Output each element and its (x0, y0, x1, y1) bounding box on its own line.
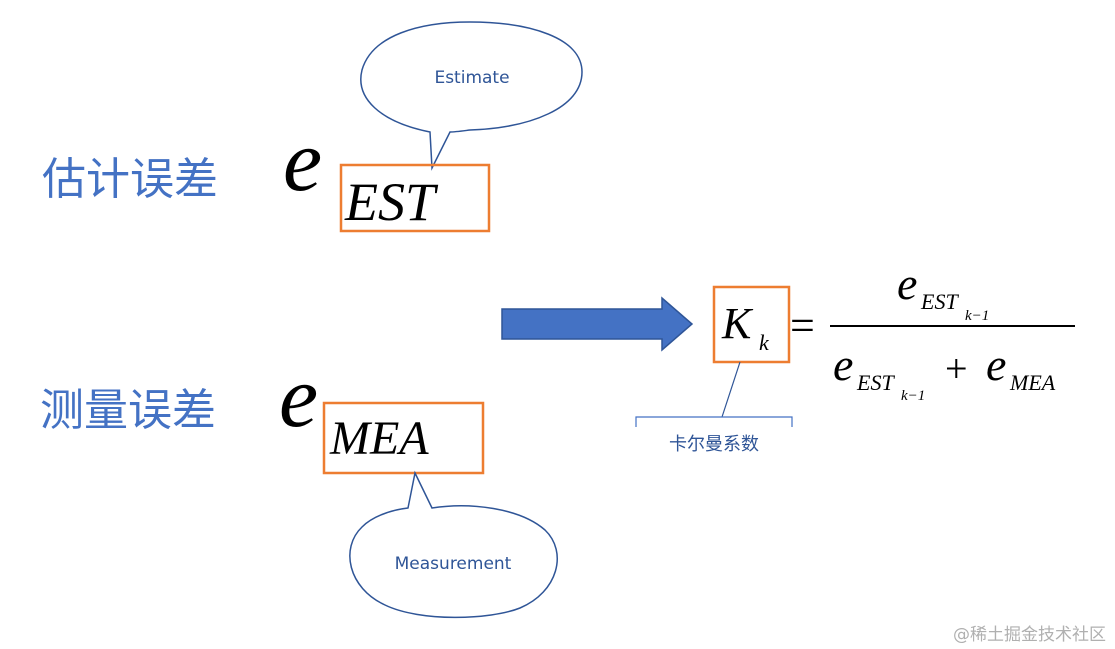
denominator-est: EST (856, 370, 895, 395)
measurement-error-label: 测量误差 (40, 385, 216, 436)
estimate-callout: Estimate (360, 21, 583, 171)
measurement-callout: Measurement (349, 470, 558, 619)
measurement-bubble-text: Measurement (395, 554, 512, 574)
kalman-gain-box (712, 285, 791, 364)
equals-sign: = (790, 301, 815, 350)
plus-sign: + (945, 346, 968, 391)
measurement-bubble-shape (349, 470, 558, 619)
estimate-bubble-shape (360, 21, 583, 171)
denominator-mea: MEA (1009, 370, 1056, 395)
right-arrow-shape (501, 296, 694, 352)
numerator-k-minus-1: k−1 (965, 308, 989, 324)
kalman-gain-label: 卡尔曼系数 (669, 434, 759, 455)
denominator-k-minus-1: k−1 (901, 388, 925, 404)
estimate-bubble-text: Estimate (434, 68, 509, 88)
kalman-k-subscript: k (759, 330, 770, 355)
mea-highlight-box (322, 401, 485, 475)
est-highlight-box (339, 163, 491, 233)
numerator-e: e (897, 258, 917, 309)
estimate-error-label: 估计误差 (42, 154, 218, 205)
kalman-bracket (635, 416, 793, 427)
numerator-est: EST (920, 289, 959, 314)
denominator-e-mea: e (986, 339, 1006, 390)
denominator-e-est: e (833, 339, 853, 390)
kalman-k-symbol: K (721, 299, 754, 348)
est-subscript: EST (344, 172, 439, 232)
measurement-e-symbol: e (279, 349, 318, 446)
estimate-e-symbol: e (283, 113, 322, 210)
mea-subscript: MEA (329, 412, 429, 465)
kalman-connector-line (721, 361, 741, 418)
watermark-text: @稀土掘金技术社区 (953, 625, 1106, 645)
